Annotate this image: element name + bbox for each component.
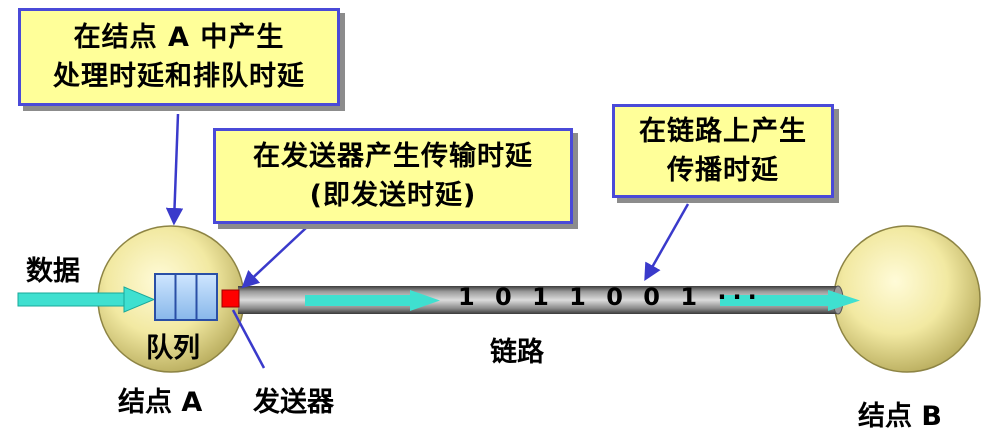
node-b-label: 结点 B	[858, 401, 942, 432]
link-label: 链路	[490, 337, 544, 368]
node-b-circle	[833, 225, 981, 373]
pointer-propagation	[644, 203, 690, 282]
callout-transmission-line2: (即发送时延)	[309, 180, 477, 211]
bit-stream: 1 0 1 1 0 0 1 ···	[458, 283, 763, 311]
queue-box	[154, 273, 218, 321]
transmitter-square	[221, 289, 240, 308]
transmitter-label: 发送器	[253, 387, 334, 418]
callout-processing-line1: 在结点 A 中产生	[73, 22, 285, 53]
pointer-transmitter	[231, 309, 266, 369]
pointer-processing	[165, 113, 184, 226]
data-arrow	[17, 286, 156, 313]
callout-processing-line2: 处理时延和排队时延	[53, 61, 305, 92]
callout-propagation-delay: 在链路上产生 传播时延	[612, 104, 834, 198]
data-label: 数据	[26, 256, 80, 287]
callout-processing-delay: 在结点 A 中产生 处理时延和排队时延	[18, 8, 340, 106]
callout-propagation-line1: 在链路上产生	[639, 116, 807, 147]
callout-transmission-line1: 在发送器产生传输时延	[253, 141, 533, 172]
link-end-arrow	[720, 290, 860, 311]
link-flow-arrow	[305, 290, 440, 311]
pointer-transmission	[241, 227, 307, 289]
callout-propagation-line2: 传播时延	[667, 155, 779, 186]
node-a-label: 结点 A	[118, 387, 203, 418]
queue-label: 队列	[146, 333, 200, 364]
callout-transmission-delay: 在发送器产生传输时延 (即发送时延)	[213, 128, 573, 224]
